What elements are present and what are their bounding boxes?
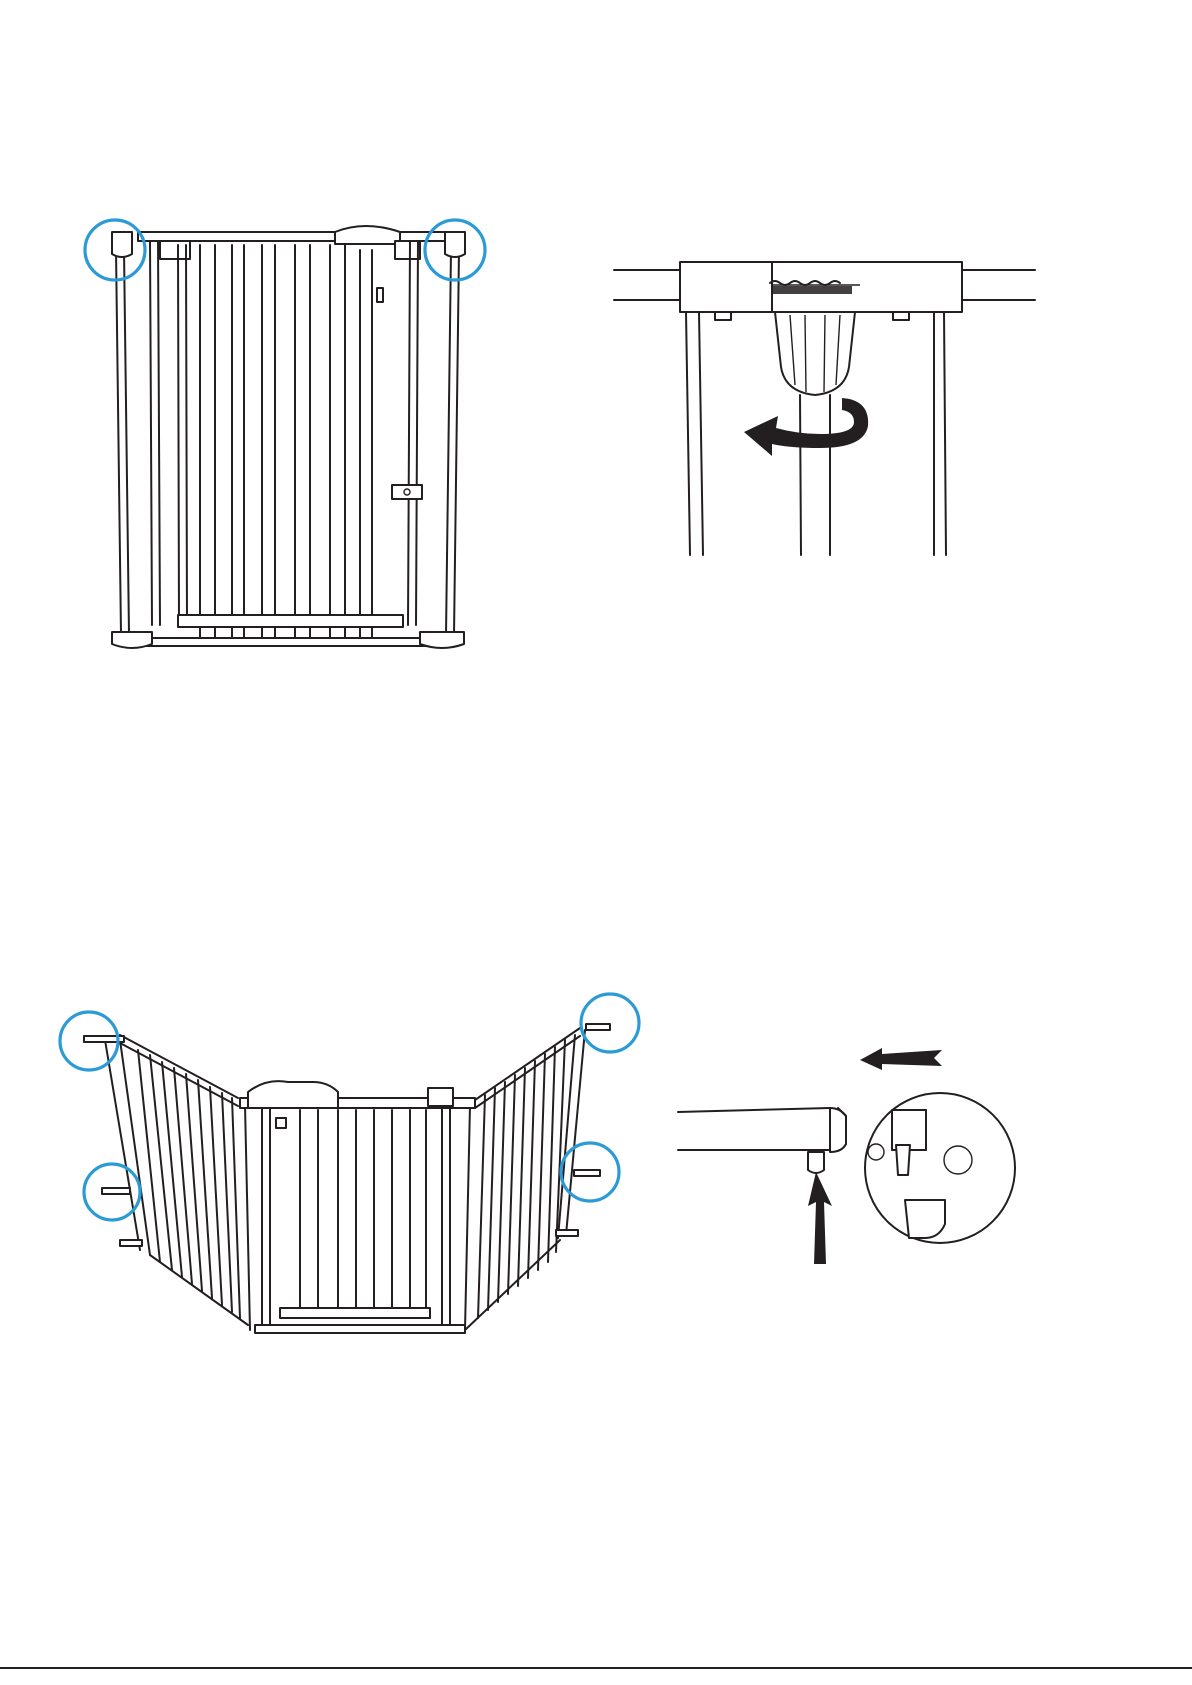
- figure-pin-into-bracket-detail: [670, 1040, 1030, 1280]
- pin-bracket-drawing: [670, 1040, 1030, 1280]
- right-panel: [465, 1028, 585, 1330]
- figure-three-panel-configuration: [55, 990, 645, 1355]
- rotate-arrow: [744, 398, 868, 456]
- three-panel-drawing: [55, 990, 645, 1355]
- arrow-up: [808, 1172, 832, 1264]
- footer-rule: [0, 1667, 1192, 1669]
- arrow-left: [860, 1048, 942, 1070]
- gate-bars: [178, 245, 372, 640]
- figure-gate-front-view: [80, 210, 480, 670]
- tension-knob-drawing: [610, 255, 1040, 565]
- centre-door: [240, 1081, 475, 1333]
- left-panel: [105, 1035, 250, 1330]
- gate-front-view-drawing: [80, 210, 480, 670]
- figure-tension-knob-detail: [610, 255, 1040, 565]
